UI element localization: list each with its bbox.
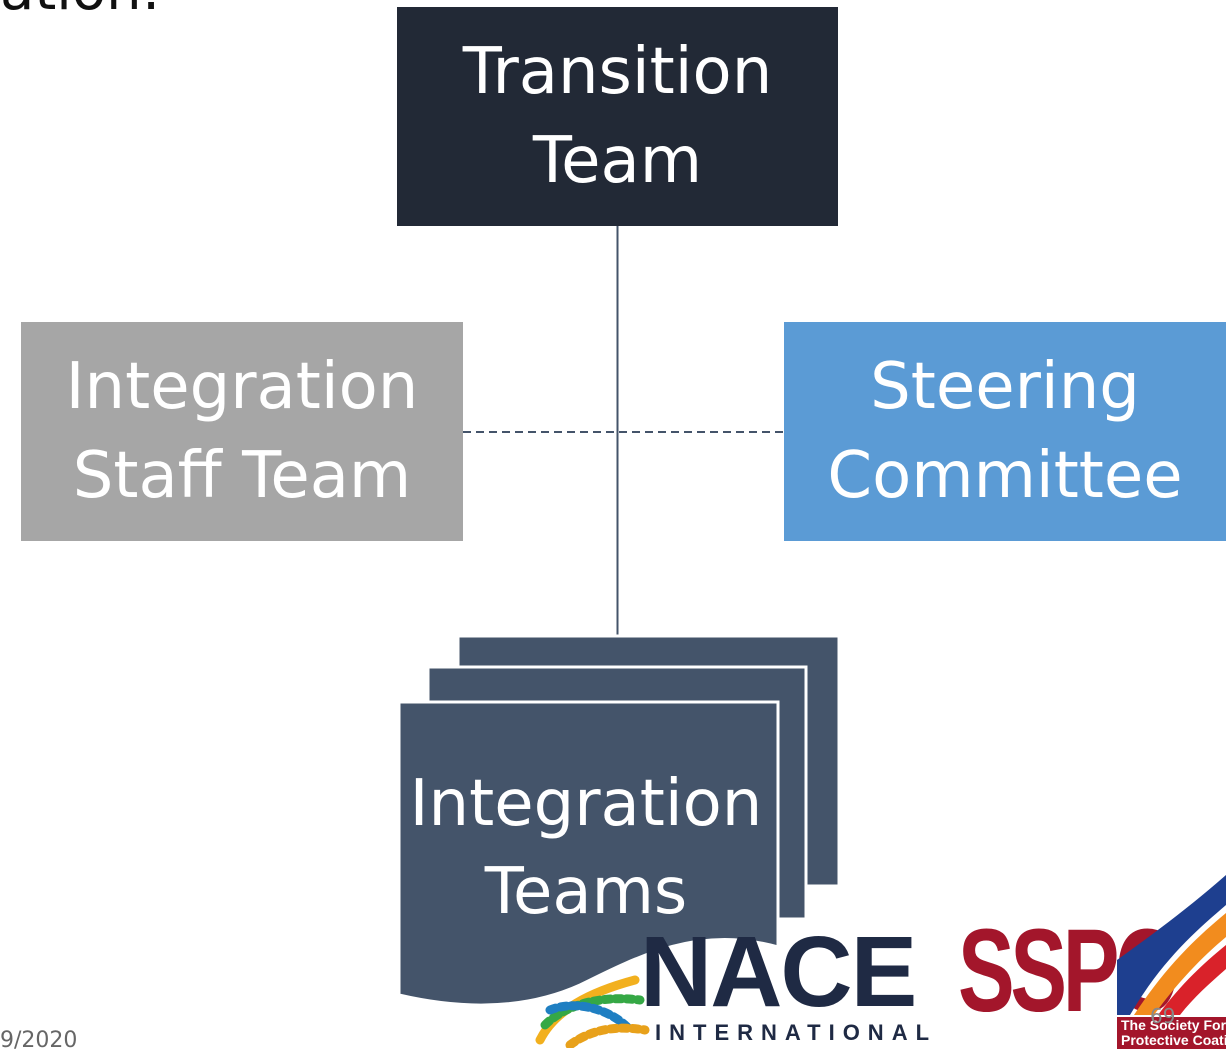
nace-logo-text: NACE <box>640 916 917 1028</box>
integration-teams-label: Integration Teams <box>409 767 763 930</box>
sspc-tagline: The Society For Protective Coatings <box>1117 1017 1226 1049</box>
slide-footer-date: 9/2020 <box>0 1028 78 1053</box>
transition-team-node: Transition Team <box>397 7 838 226</box>
transition-team-label: Transition Team <box>462 35 773 198</box>
slide-title-fragment: ation: <box>0 0 160 23</box>
document-layer-front <box>397 700 780 1007</box>
nace-logo-subtext: INTERNATIONAL <box>655 1020 938 1045</box>
steering-committee-node: Steering Committee <box>784 322 1226 541</box>
steering-committee-label: Steering Committee <box>827 350 1183 513</box>
nace-globe-logo-mark <box>535 975 650 1048</box>
integration-teams-multidocument <box>397 634 841 1007</box>
sspc-flag-logo-mark <box>1117 875 1226 1015</box>
integration-staff-team-label: Integration Staff Team <box>65 350 419 513</box>
integration-staff-team-node: Integration Staff Team <box>21 322 463 541</box>
slide-page-number: 69 <box>1150 1004 1176 1028</box>
